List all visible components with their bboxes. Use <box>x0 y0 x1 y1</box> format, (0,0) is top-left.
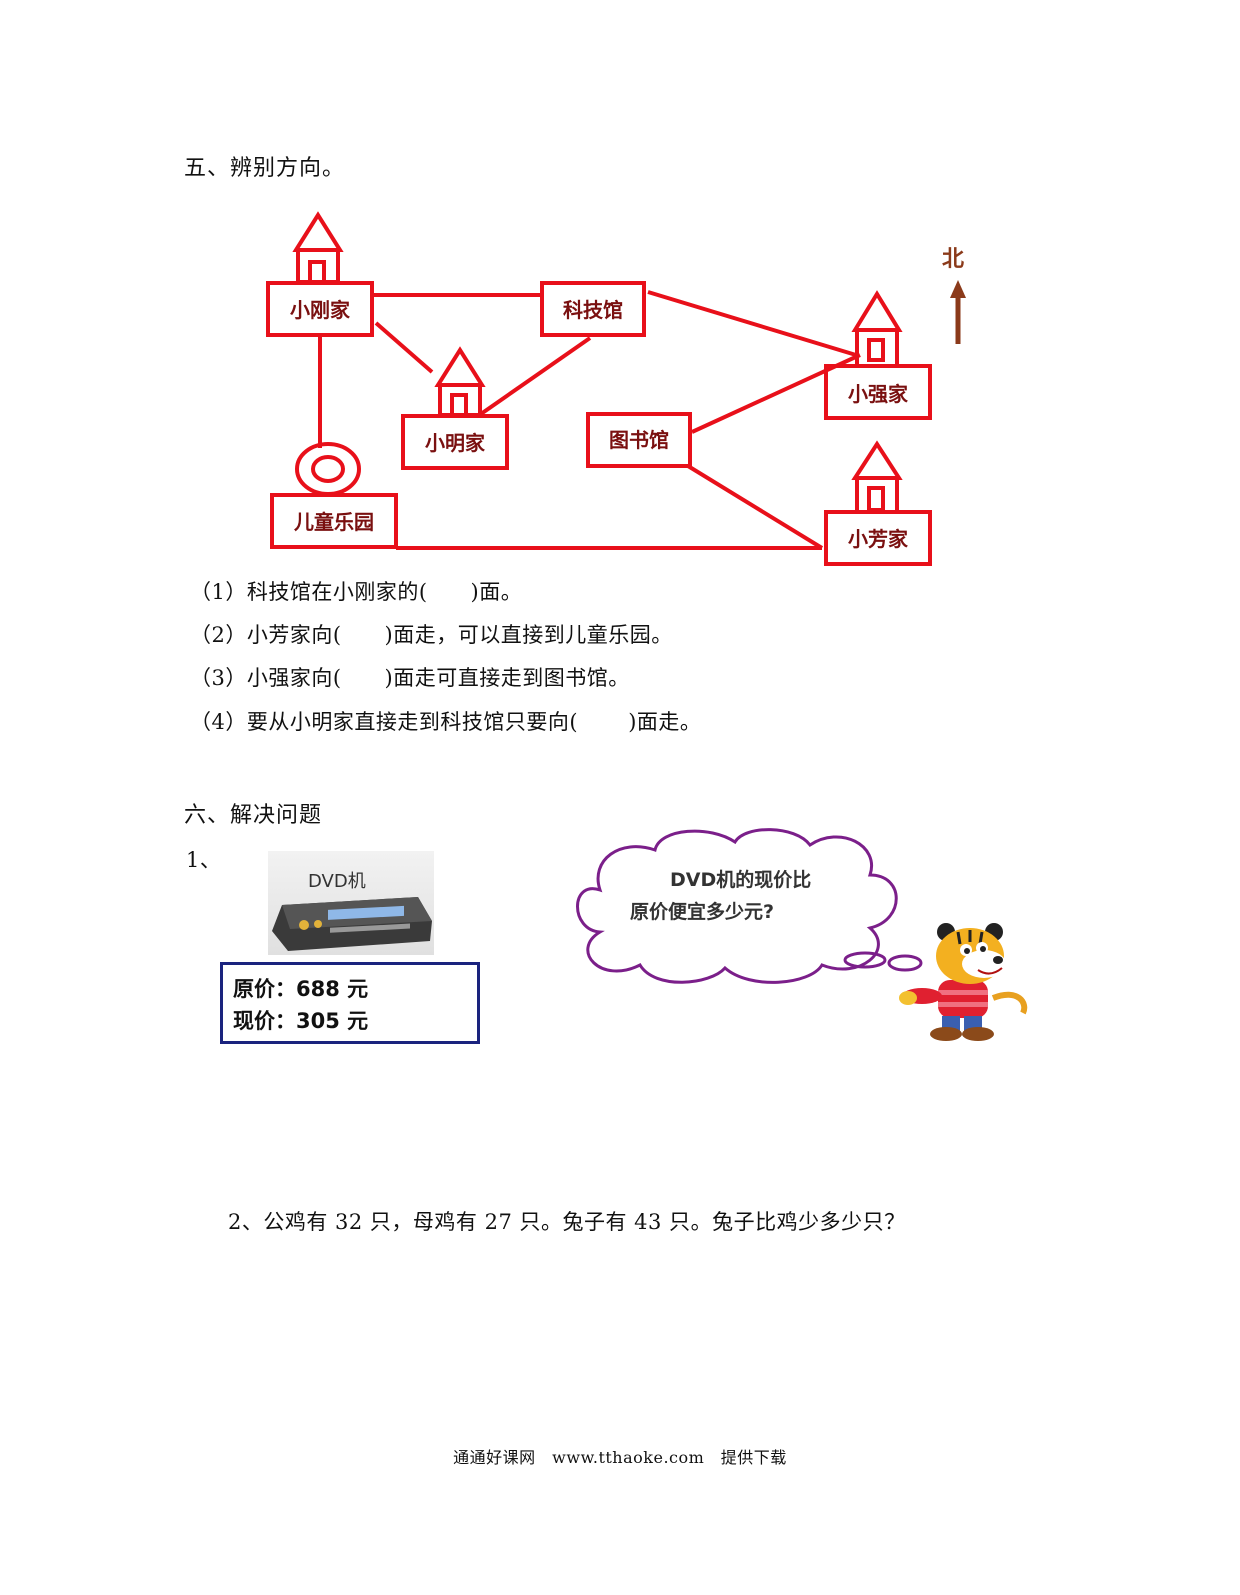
label-ertong: 儿童乐园 <box>293 510 374 534</box>
box-tushuguan <box>586 412 692 468</box>
question-2: （2）小芳家向( )面走，可以直接到儿童乐园。 <box>190 623 673 647</box>
map-line-xiaogang-xiaoming <box>374 321 434 374</box>
label-xiaoming: 小明家 <box>425 431 486 455</box>
north-label: 北 <box>942 247 964 272</box>
direction-map: 小刚家 科技馆 小明家 小强家 图书馆 儿童乐园 小芳家 北 <box>266 211 966 566</box>
question-4: （4）要从小明家直接走到科技馆只要向( )面走。 <box>190 710 702 734</box>
house-icon-xiaogang <box>292 211 344 284</box>
price-current: 现价：305 元 <box>233 1009 369 1033</box>
problem1-number: 1、 <box>186 848 222 872</box>
map-line-kejiguan-xiaoqiang <box>647 290 857 357</box>
section6-heading: 六、解决问题 <box>184 803 323 828</box>
map-line-kejiguan-xiaoming <box>476 336 592 418</box>
map-line-tushuguan-xiaofang <box>686 464 824 550</box>
box-xiaoming <box>401 414 509 470</box>
question-1: （1）科技馆在小刚家的( )面。 <box>190 580 523 604</box>
box-xiaoqiang <box>824 364 932 420</box>
ring-icon-ertong <box>295 442 361 496</box>
bubble-line2: 原价便宜多少元? <box>630 900 774 923</box>
dvd-image: DVD机 <box>268 851 434 955</box>
dvd-label: DVD机 <box>308 871 366 892</box>
dvd-player-icon <box>272 897 432 951</box>
problem2-text: 2、公鸡有 32 只，母鸡有 27 只。兔子有 43 只。兔子比鸡少多少只？ <box>228 1210 906 1234</box>
box-ertong <box>270 493 398 549</box>
label-xiaogang: 小刚家 <box>290 298 351 322</box>
house-icon-xiaoqiang <box>851 290 903 368</box>
bubble-line1: DVD机的现价比 <box>670 868 811 891</box>
label-tushuguan: 图书馆 <box>609 428 669 452</box>
question-3: （3）小强家向( )面走可直接走到图书馆。 <box>190 666 630 690</box>
box-kejiguan <box>540 281 646 337</box>
house-icon-xiaofang <box>851 440 903 514</box>
house-icon-xiaoming <box>434 346 486 417</box>
section5-heading: 五、辨别方向。 <box>184 156 346 181</box>
box-xiaogang <box>266 281 374 337</box>
footer-text: 通通好课网 www.tthaoke.com 提供下载 <box>453 1448 787 1467</box>
price-box: 原价：688 元 现价：305 元 <box>220 962 480 1044</box>
north-arrow-icon <box>950 280 966 344</box>
thought-bubble: DVD机的现价比 原价便宜多少元? <box>576 828 923 984</box>
tiger-cartoon-icon <box>899 923 1028 1041</box>
label-xiaofang: 小芳家 <box>848 527 909 551</box>
price-original: 原价：688 元 <box>233 977 369 1001</box>
box-xiaofang <box>824 510 932 566</box>
label-xiaoqiang: 小强家 <box>848 382 909 406</box>
label-kejiguan: 科技馆 <box>563 298 623 322</box>
